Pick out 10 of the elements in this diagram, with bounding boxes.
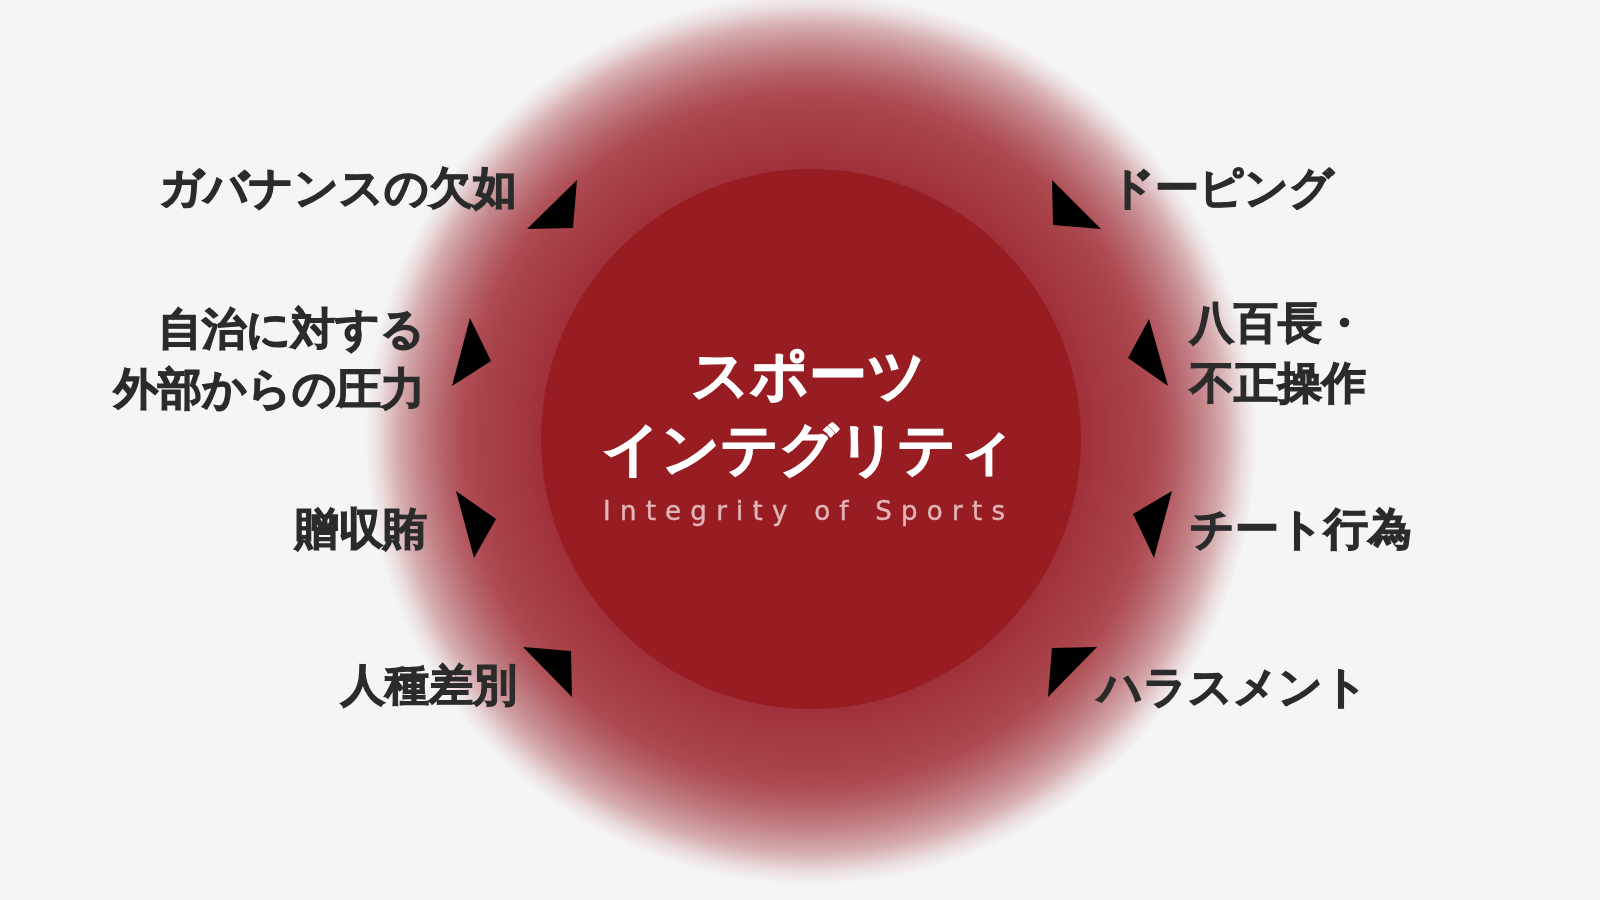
label: ガバナンスの欠如 [159,158,517,218]
label: 八百長・不正操作 [1190,293,1380,413]
label: ドーピング [1110,158,1334,218]
label: ハラスメント [1098,657,1368,717]
subtitle-text: Integrity of Sports [603,495,1015,528]
label: 贈収賄 [295,499,427,559]
label: 自治に対する外部からの圧力 [99,299,425,419]
label: 人種差別 [341,655,517,715]
label: チート行為 [1190,499,1412,559]
title-text: スポーツインテグリティ [601,340,1017,485]
